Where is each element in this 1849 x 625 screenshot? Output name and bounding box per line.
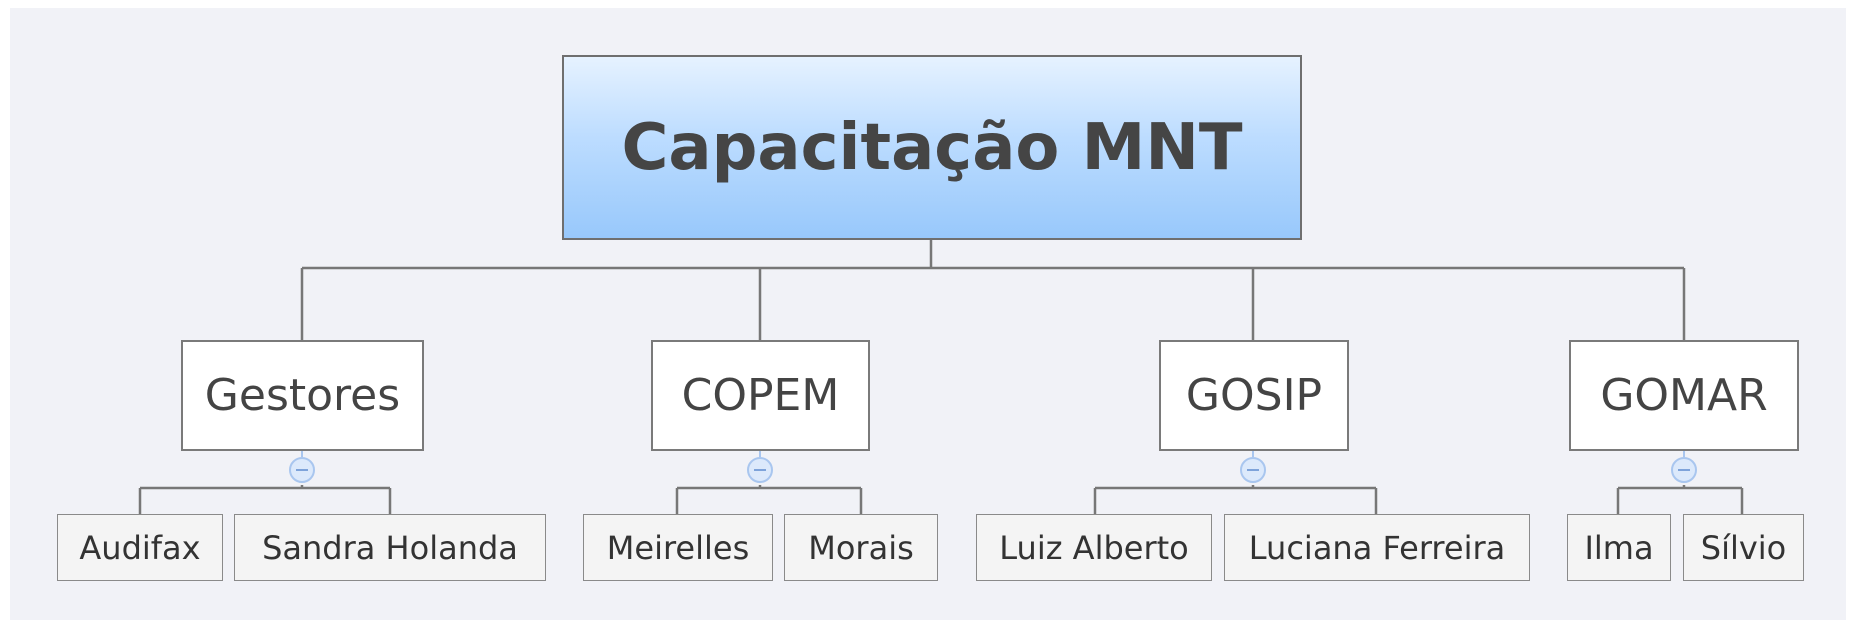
subtopic-sandra-holanda[interactable]: Sandra Holanda [234, 514, 546, 581]
topic-gomar[interactable]: GOMAR [1569, 340, 1799, 451]
subtopic-morais[interactable]: Morais [784, 514, 938, 581]
connector-gosip-children [1093, 485, 1378, 514]
subtopic-audifax[interactable]: Audifax [57, 514, 223, 581]
minus-icon [296, 469, 308, 471]
subtopic-silvio[interactable]: Sílvio [1683, 514, 1804, 581]
subtopic-luciana-ferreira[interactable]: Luciana Ferreira [1224, 514, 1530, 581]
connector-gomar-children [1616, 485, 1744, 514]
subtopic-luiz-alberto[interactable]: Luiz Alberto [976, 514, 1212, 581]
minus-icon [1247, 469, 1259, 471]
minus-icon [754, 469, 766, 471]
collapse-copem-icon[interactable] [747, 457, 773, 483]
subtopic-ilma[interactable]: Ilma [1567, 514, 1671, 581]
topic-gosip[interactable]: GOSIP [1159, 340, 1349, 451]
collapse-gomar-icon[interactable] [1671, 457, 1697, 483]
connector-gestores-children [138, 485, 392, 514]
minus-icon [1678, 469, 1690, 471]
connector-copem-children [675, 485, 863, 514]
root-topic[interactable]: Capacitação MNT [562, 55, 1302, 240]
subtopic-meirelles[interactable]: Meirelles [583, 514, 773, 581]
topic-copem[interactable]: COPEM [651, 340, 870, 451]
collapse-gosip-icon[interactable] [1240, 457, 1266, 483]
collapse-gestores-icon[interactable] [289, 457, 315, 483]
topic-gestores[interactable]: Gestores [181, 340, 424, 451]
